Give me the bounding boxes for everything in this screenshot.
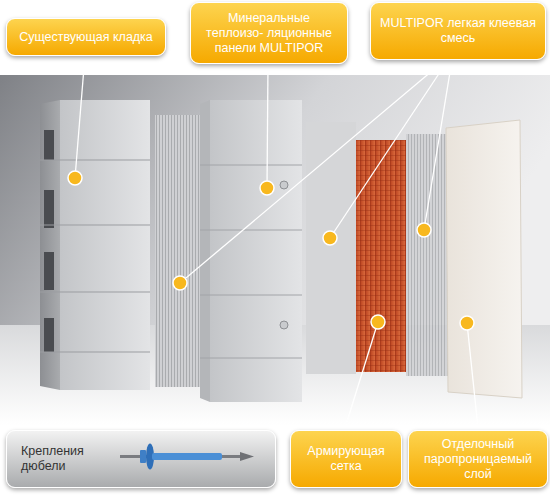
text-group: Минеральные теплоизо- ляционные панели M…	[199, 11, 339, 56]
text-group: Отделочный паропроницаемый слой	[417, 437, 539, 482]
callout-label: MULTIPOR легкая клеевая смесь	[379, 16, 537, 46]
text-group: Армирующая сетка	[299, 444, 393, 474]
text-group: Существующая кладка	[19, 30, 153, 45]
callout-label: Существующая кладка	[19, 30, 153, 45]
callout-label: Крепления дюбели	[21, 444, 121, 474]
callout-box: MULTIPOR легкая клеевая смесь	[370, 2, 546, 60]
callout-label: Минеральные теплоизо- ляционные панели M…	[199, 11, 339, 56]
callout-box: Минеральные теплоизо- ляционные панели M…	[190, 2, 348, 64]
text-group: MULTIPOR легкая клеевая смесь	[379, 16, 537, 46]
callout-box: Армирующая сетка	[290, 430, 402, 488]
callout-label: Отделочный паропроницаемый слой	[417, 437, 539, 482]
callout-box: Существующая кладка	[6, 18, 166, 56]
text-group: Крепления дюбели	[21, 444, 121, 474]
callout-label: Армирующая сетка	[299, 444, 393, 474]
callout-box: Крепления дюбели	[6, 430, 276, 488]
callout-box: Отделочный паропроницаемый слой	[408, 430, 548, 488]
